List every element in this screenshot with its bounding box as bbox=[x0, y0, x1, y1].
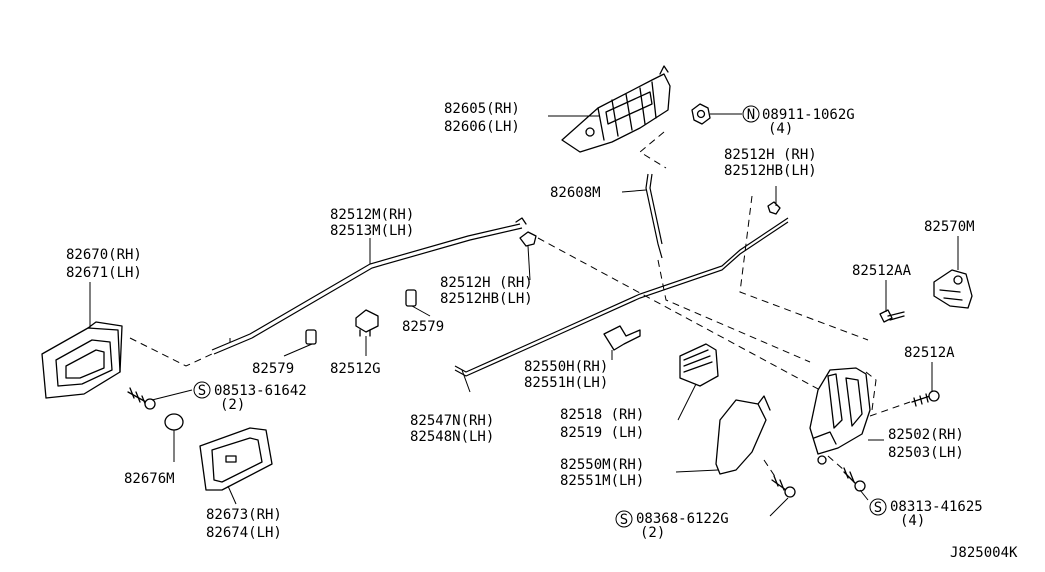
callout-08513-line2: (2) bbox=[220, 397, 245, 413]
callout-08313-line1: 08313-41625 bbox=[890, 499, 983, 515]
escutcheon-part bbox=[199, 427, 273, 491]
callout-82670-line1: 82670(RH) bbox=[66, 247, 142, 263]
door-lock-assembly-part bbox=[809, 367, 871, 465]
callout-82512H-top-line1: 82512H (RH) bbox=[724, 147, 817, 163]
callout-82502-line2: 82503(LH) bbox=[888, 445, 964, 461]
callout-82518-line2: 82519 (LH) bbox=[560, 425, 644, 441]
callout-82673-line1: 82673(RH) bbox=[206, 507, 282, 523]
lock-mount-screw-part bbox=[843, 467, 866, 492]
callout-08911-line2: (4) bbox=[768, 121, 793, 137]
callout-82512H-top-line2: 82512HB(LH) bbox=[724, 163, 817, 179]
leader-lines bbox=[89, 113, 959, 517]
hex-nut-part bbox=[691, 103, 711, 125]
svg-text:S: S bbox=[874, 500, 882, 516]
callout-08368-line2: (2) bbox=[640, 525, 665, 541]
rod-clip-lower-part bbox=[355, 309, 379, 337]
rod-holder-left-part bbox=[305, 329, 317, 345]
callout-82579-right: 82579 bbox=[402, 319, 444, 335]
handle-rod-part bbox=[645, 173, 663, 259]
callout-08313-line2: (4) bbox=[900, 513, 925, 529]
callout-82605-line1: 82605(RH) bbox=[444, 101, 520, 117]
callout-82673-line2: 82674(LH) bbox=[206, 525, 282, 541]
svg-text:N: N bbox=[747, 107, 755, 123]
callout-82579-left: 82579 bbox=[252, 361, 294, 377]
rod-clip-middle-part bbox=[519, 231, 537, 247]
svg-text:S: S bbox=[620, 512, 628, 528]
callout-08911-line1: 08911-1062G bbox=[762, 107, 855, 123]
callout-82570M: 82570M bbox=[924, 219, 975, 235]
callout-82550H-line1: 82550H(RH) bbox=[524, 359, 608, 375]
cover-screw-part bbox=[771, 475, 796, 498]
callout-82547N-line2: 82548N(LH) bbox=[410, 429, 494, 445]
callout-82512M-line2: 82513M(LH) bbox=[330, 223, 414, 239]
lock-screw-part bbox=[911, 390, 940, 407]
callout-82518-line1: 82518 (RH) bbox=[560, 407, 644, 423]
callout-82550H-line2: 82551H(LH) bbox=[524, 375, 608, 391]
handle-cap-part bbox=[164, 413, 184, 431]
screw-symbol-icon-08313: S bbox=[869, 498, 887, 516]
callout-82550M-line1: 82550M(RH) bbox=[560, 457, 644, 473]
callout-82550M-line2: 82551M(LH) bbox=[560, 473, 644, 489]
callout-82676M: 82676M bbox=[124, 471, 175, 487]
handle-screw-part bbox=[127, 387, 156, 410]
rod-protector-part bbox=[603, 325, 641, 351]
lock-rod-part bbox=[454, 217, 789, 377]
nut-symbol-icon: N bbox=[742, 105, 760, 123]
screw-symbol-icon-08513: S bbox=[193, 381, 211, 399]
callout-82512H-mid-line1: 82512H (RH) bbox=[440, 275, 533, 291]
callout-82512A: 82512A bbox=[904, 345, 955, 361]
rod-clip-upper-part bbox=[767, 201, 781, 215]
lock-actuator-part bbox=[679, 343, 719, 387]
striker-part bbox=[933, 269, 973, 309]
callout-82547N-line1: 82547N(RH) bbox=[410, 413, 494, 429]
callout-82512H-mid-line2: 82512HB(LH) bbox=[440, 291, 533, 307]
striker-bolt-part bbox=[879, 309, 905, 323]
callout-82512G: 82512G bbox=[330, 361, 381, 377]
callout-82512M-line1: 82512M(RH) bbox=[330, 207, 414, 223]
outside-handle-part bbox=[561, 65, 671, 153]
callout-08368-line1: 08368-6122G bbox=[636, 511, 729, 527]
screw-symbol-icon-08368: S bbox=[615, 510, 633, 528]
diagram-code: J825004K bbox=[950, 545, 1018, 561]
inside-handle-part bbox=[41, 321, 123, 399]
callout-08513-line1: 08513-61642 bbox=[214, 383, 307, 399]
latch-cover-part bbox=[715, 395, 771, 475]
callout-82512AA: 82512AA bbox=[852, 263, 912, 279]
callout-82670-line2: 82671(LH) bbox=[66, 265, 142, 281]
callout-82502-line1: 82502(RH) bbox=[888, 427, 964, 443]
callout-82608M: 82608M bbox=[550, 185, 601, 201]
svg-text:S: S bbox=[198, 383, 206, 399]
rod-holder-right-part bbox=[405, 289, 417, 307]
callout-82605-line2: 82606(LH) bbox=[444, 119, 520, 135]
